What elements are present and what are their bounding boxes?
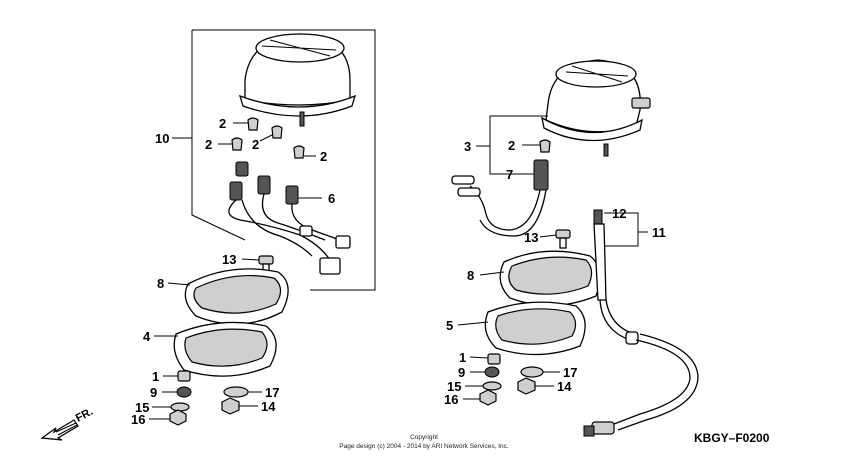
case-lower-right: [484, 301, 586, 356]
case-lower-left: [173, 321, 277, 377]
diagram-code: KBGY–F0200: [694, 431, 770, 445]
front-arrow-icon: [40, 419, 79, 441]
callout-9-left: 9: [150, 385, 157, 400]
callout-2-c: 2: [252, 137, 259, 152]
callout-16-left: 16: [131, 412, 145, 427]
screw-right: [555, 229, 571, 249]
callout-15-right: 15: [447, 379, 461, 394]
callout-15-left: 15: [135, 400, 149, 415]
callout-17-right: 17: [563, 365, 577, 380]
bulb-right: [539, 139, 551, 153]
callout-11: 11: [652, 225, 666, 240]
front-direction-label: FR.: [74, 406, 95, 425]
case-upper-left: [184, 268, 289, 325]
wire-harness: [228, 161, 351, 275]
callout-2-a: 2: [219, 116, 226, 131]
case-upper-right: [499, 250, 601, 307]
socket-right: [451, 159, 549, 237]
callout-7: 7: [506, 167, 513, 182]
bulb-group-left: [231, 117, 305, 159]
callout-13-right: 13: [524, 230, 538, 245]
callout-12: 12: [612, 206, 626, 221]
callout-1-left: 1: [152, 369, 159, 384]
callout-16-right: 16: [444, 392, 458, 407]
callout-8-left: 8: [157, 276, 164, 291]
hardware-left: [169, 370, 249, 426]
speedometer-gauge-left: [239, 33, 357, 127]
callout-17-left: 17: [265, 385, 279, 400]
assembly-frame: [191, 29, 376, 291]
callout-14-right: 14: [557, 379, 572, 394]
callout-9-right: 9: [458, 365, 465, 380]
callout-2-b: 2: [205, 137, 212, 152]
callout-1-right: 1: [459, 350, 466, 365]
callout-4: 4: [143, 329, 151, 344]
callout-3: 3: [464, 139, 471, 154]
callout-6: 6: [328, 191, 335, 206]
callout-13-left: 13: [222, 252, 236, 267]
callout-14-left: 14: [261, 399, 276, 414]
copyright-line-1: Copyright: [410, 434, 438, 441]
callout-8-right: 8: [467, 268, 474, 283]
callout-10: 10: [155, 131, 169, 146]
speedometer-gauge-right: [541, 59, 651, 157]
callout-2-d: 2: [320, 149, 327, 164]
callout-5: 5: [446, 318, 453, 333]
leader-lines: [149, 115, 648, 420]
speedometer-cable: [583, 209, 699, 437]
copyright-line-2: Page design (c) 2004 - 2014 by ARI Netwo…: [339, 443, 509, 450]
hardware-right: [479, 353, 544, 406]
callout-2-right: 2: [508, 138, 515, 153]
